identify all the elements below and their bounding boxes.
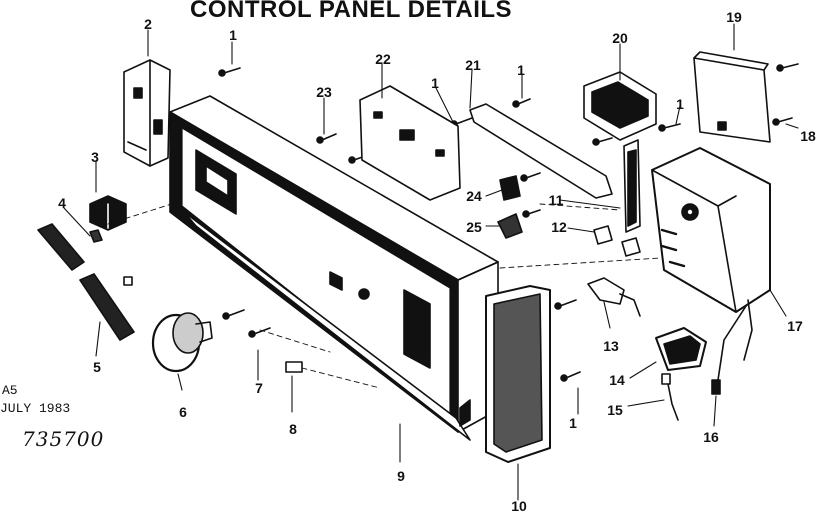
callout-14: 14	[609, 372, 625, 388]
callout-24: 24	[466, 188, 482, 204]
callout-21: 21	[465, 57, 481, 73]
part-clip-4	[89, 229, 103, 243]
callout-11: 11	[548, 192, 564, 208]
document-number: 735700	[22, 427, 105, 451]
part-filter-10	[485, 285, 551, 463]
part-clip-24	[499, 175, 521, 201]
callout-7: 7	[255, 380, 263, 396]
callout-3: 3	[91, 149, 99, 165]
callout-25: 25	[466, 219, 482, 235]
diagram-title: CONTROL PANEL DETAILS	[190, 0, 513, 23]
leader-lines	[63, 23, 799, 501]
callout-22: 22	[375, 51, 391, 67]
callout-16: 16	[703, 429, 719, 445]
callout-1-d: 1	[676, 96, 684, 112]
callout-23: 23	[316, 84, 332, 100]
assembly-lines	[107, 201, 661, 389]
part-cover-19	[693, 51, 771, 143]
part-terminal-strip-11	[623, 139, 641, 233]
callout-1-c: 1	[517, 62, 525, 78]
part-bracket-2	[123, 59, 171, 167]
part-clip-25	[497, 213, 523, 239]
part-switch-strips-5	[37, 223, 135, 341]
part-rail-21	[469, 103, 613, 199]
part-timer-17	[651, 147, 771, 361]
callout-18: 18	[800, 128, 816, 144]
part-block-3	[89, 195, 127, 231]
callout-1-b: 1	[569, 415, 577, 431]
callout-1-e: 1	[431, 75, 439, 91]
callout-1: 1	[229, 27, 237, 43]
part-control-panel-9	[169, 95, 499, 441]
callout-12: 12	[551, 219, 567, 235]
part-bracket-plate-22	[359, 85, 461, 201]
callout-20: 20	[612, 30, 628, 46]
screws-group	[218, 63, 799, 382]
callout-5: 5	[93, 359, 101, 375]
part-wires-15-16	[661, 305, 747, 421]
callout-19: 19	[726, 9, 742, 25]
callout-15: 15	[607, 402, 623, 418]
callout-8: 8	[289, 421, 297, 437]
callout-17: 17	[787, 318, 803, 334]
part-relay-14	[655, 327, 707, 371]
callout-9: 9	[397, 468, 405, 484]
callout-6: 6	[179, 404, 187, 420]
callout-13: 13	[603, 338, 619, 354]
part-knob-6	[151, 312, 213, 373]
part-cylinders-12	[593, 225, 641, 257]
callout-4: 4	[58, 195, 66, 211]
callout-2: 2	[144, 16, 152, 32]
note-date: JULY 1983	[0, 401, 71, 416]
part-connector-13	[587, 277, 641, 317]
part-switch-20	[583, 71, 657, 141]
callout-10: 10	[511, 498, 527, 514]
note-code: A5	[2, 383, 18, 398]
